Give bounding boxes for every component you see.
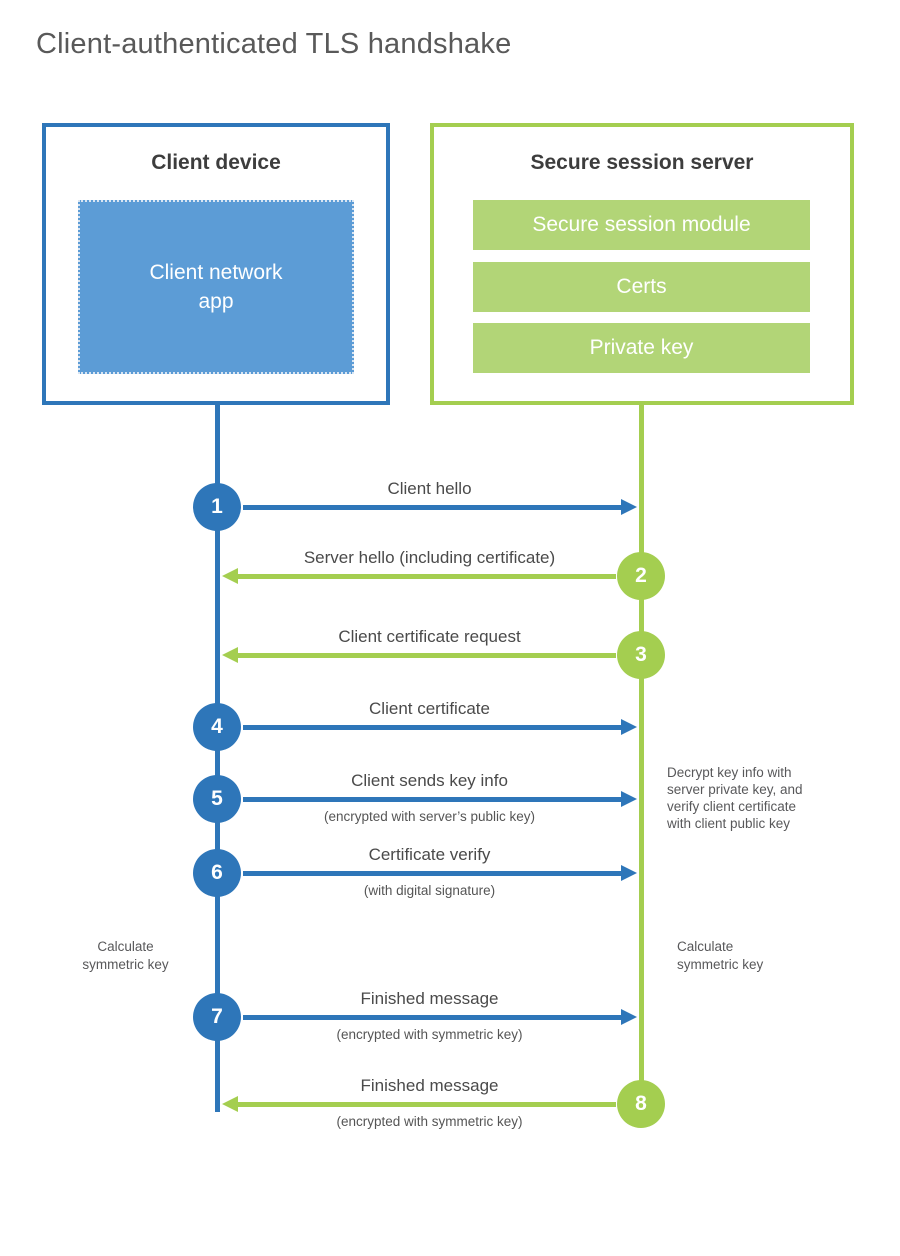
step-8-badge: 8	[617, 1080, 665, 1128]
step-7-badge: 7	[193, 993, 241, 1041]
step-6-badge: 6	[193, 849, 241, 897]
step-5-badge: 5	[193, 775, 241, 823]
step-3-arrow-left-icon	[222, 647, 616, 663]
step-8-label: Finished message	[360, 1076, 499, 1095]
page-title: Client-authenticated TLS handshake	[36, 28, 512, 60]
calculate-symmetric-key-note-server: Calculate symmetric key	[677, 939, 764, 972]
client-network-app-box: Client network app	[78, 200, 354, 374]
client-network-app-label: Client network app	[149, 261, 283, 313]
server-module-private-key: Private key	[473, 323, 810, 373]
calculate-symmetric-key-note-client: Calculate symmetric key	[82, 939, 169, 972]
secure-session-server-box: Secure session server Secure session mod…	[430, 123, 854, 405]
step-4-arrow-right-icon	[243, 719, 637, 735]
step-5-arrow-right-icon	[243, 791, 637, 807]
step-6-label: Certificate verify	[368, 845, 491, 864]
step-1-arrow-right-icon	[243, 499, 637, 515]
step-3-badge: 3	[617, 631, 665, 679]
client-device-title: Client device	[151, 151, 281, 174]
secure-session-server-title: Secure session server	[530, 151, 754, 174]
step-7-arrow-right-icon	[243, 1009, 637, 1025]
step-8-sublabel: (encrypted with symmetric key)	[336, 1114, 523, 1129]
step-6-sublabel: (with digital signature)	[363, 883, 496, 898]
server-module-secure-session: Secure session module	[473, 200, 810, 250]
step-8-arrow-left-icon	[222, 1096, 616, 1112]
step-2-arrow-left-icon	[222, 568, 616, 584]
step-1-badge: 1	[193, 483, 241, 531]
step-2-badge: 2	[617, 552, 665, 600]
step-4-label: Client certificate	[369, 699, 490, 718]
step-5-sublabel: (encrypted with server’s public key)	[323, 809, 536, 824]
step-5-label: Client sends key info	[351, 771, 508, 790]
decrypt-key-note: Decrypt key info with server private key…	[667, 765, 803, 831]
step-7-sublabel: (encrypted with symmetric key)	[336, 1027, 523, 1042]
step-2-label: Server hello (including certificate)	[303, 548, 556, 567]
client-device-box: Client device Client network app	[42, 123, 390, 405]
step-3-label: Client certificate request	[338, 627, 521, 646]
step-6-arrow-right-icon	[243, 865, 637, 881]
step-1-label: Client hello	[387, 479, 472, 498]
step-7-label: Finished message	[360, 989, 499, 1008]
server-lifeline	[639, 403, 644, 1104]
client-lifeline	[215, 403, 220, 1112]
server-module-certs: Certs	[473, 262, 810, 312]
step-4-badge: 4	[193, 703, 241, 751]
